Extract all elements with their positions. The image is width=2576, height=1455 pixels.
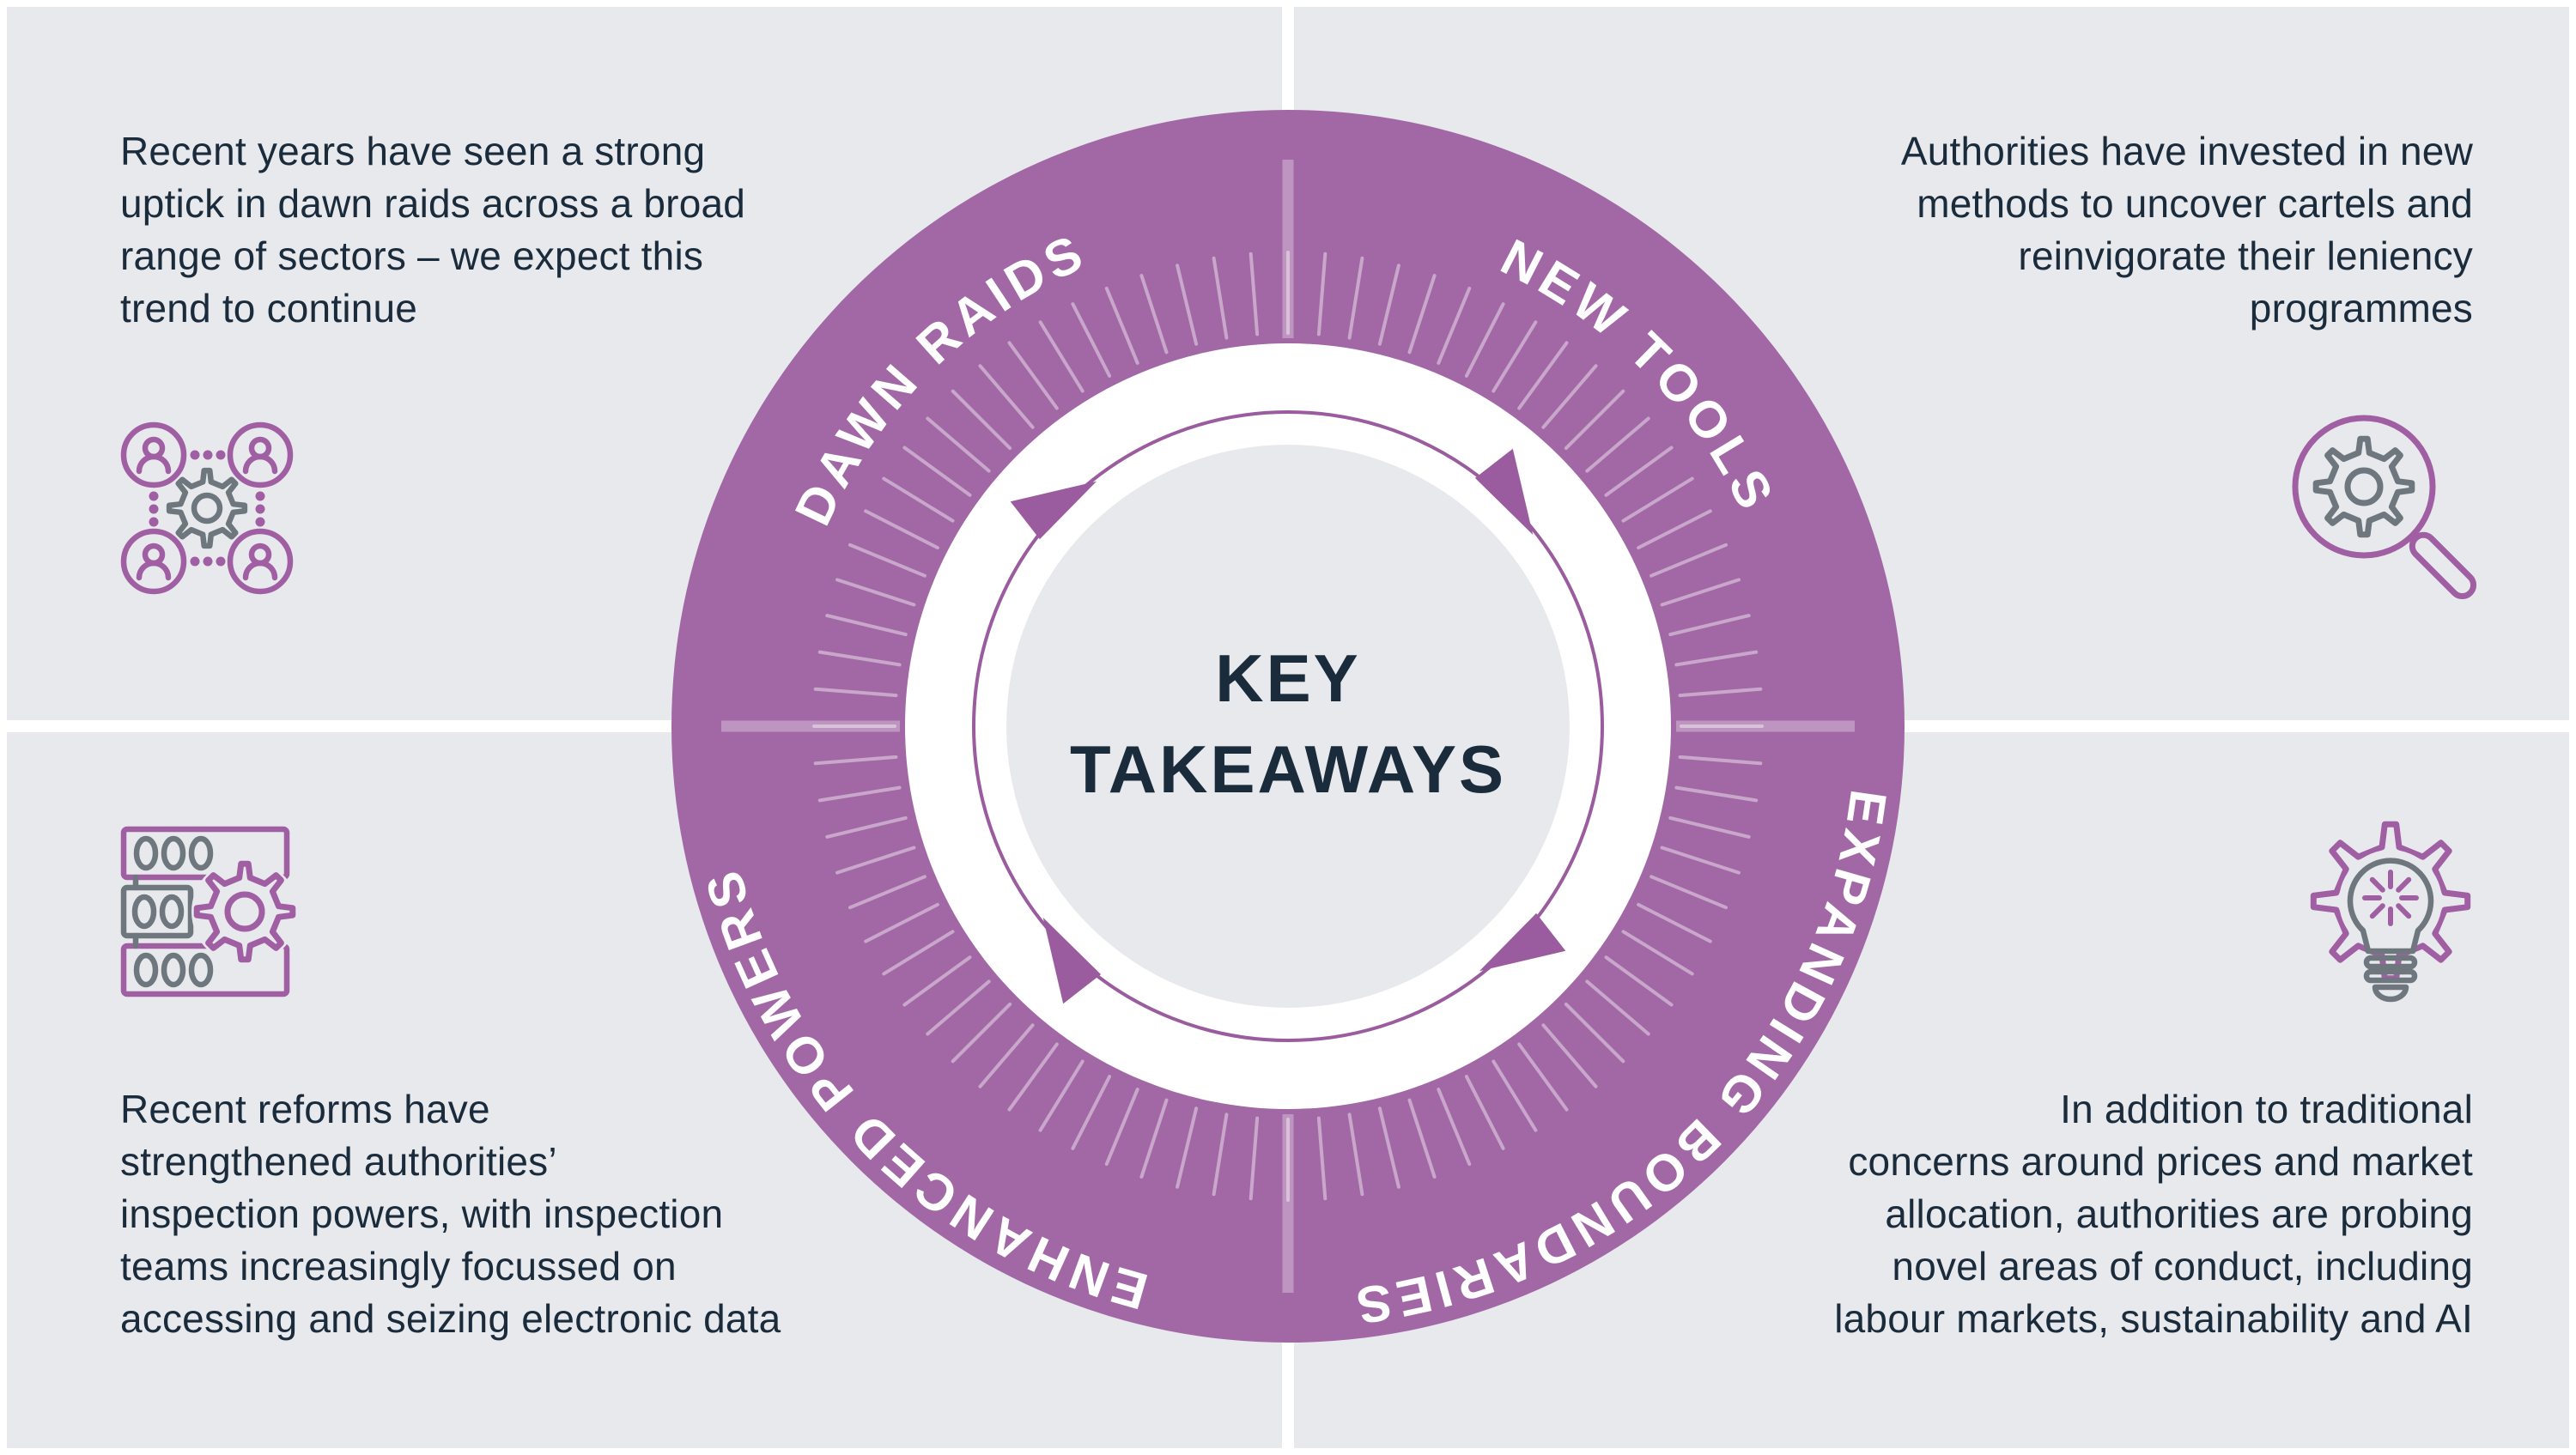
sparkle-rays — [2362, 870, 2419, 926]
center-circle — [1006, 445, 1570, 1008]
magnifier-gear-icon — [2291, 414, 2477, 600]
gear-lightbulb-icon — [2305, 821, 2476, 1006]
expanding-boundaries-description: In addition to traditional concerns arou… — [1834, 1087, 2473, 1341]
dial-circle — [972, 410, 1604, 1042]
people-network-icon — [119, 421, 295, 596]
key-takeaways-wheel: DAWN RAIDS NEW TOOLS ENHANCED POWERS EXP… — [671, 110, 1905, 1343]
gear-icon — [166, 467, 248, 549]
enhanced-powers-description: Recent reforms have strengthened authori… — [120, 1087, 781, 1341]
server-gear-icon — [118, 822, 299, 1001]
dotted-connectors — [149, 450, 265, 567]
quadrant-divider-lines — [721, 160, 1855, 1293]
dial-pointers — [1010, 448, 1566, 1004]
lightbulb-icon — [2347, 858, 2434, 1003]
gear-icon — [2312, 435, 2415, 538]
dawn-raids-description: Recent years have seen a strong uptick i… — [120, 129, 746, 330]
dial-ticks — [812, 251, 1764, 1202]
new-tools-description: Authorities have invested in new methods… — [1900, 129, 2473, 330]
gear-icon — [193, 860, 296, 963]
center-title: KEY TAKEAWAYS — [1069, 640, 1507, 807]
magnifier-icon — [2292, 415, 2477, 600]
gear-icon — [2310, 821, 2471, 982]
